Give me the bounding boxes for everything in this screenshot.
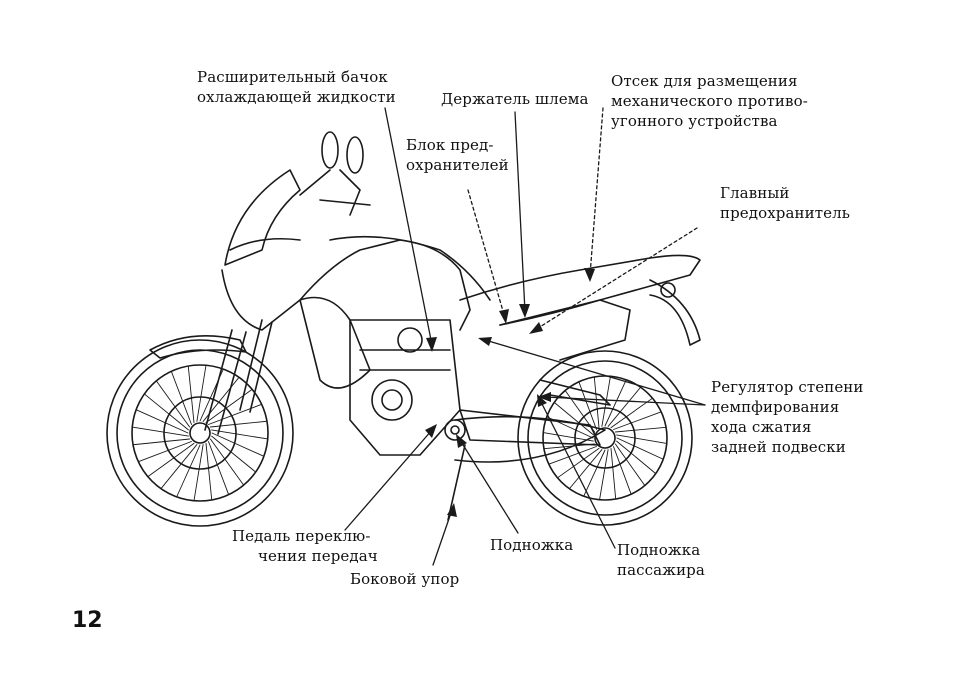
spoke [193, 444, 204, 502]
rear-wheel [517, 350, 693, 526]
spoke [135, 409, 189, 434]
spoke [604, 379, 627, 427]
spoke [155, 380, 191, 428]
spoke [205, 442, 213, 501]
spoke [131, 426, 189, 437]
spoke [147, 442, 195, 478]
spoke [616, 434, 668, 444]
page-number: 12 [72, 608, 103, 633]
spoke [160, 444, 198, 490]
arrowheads [425, 268, 595, 517]
label-helmet-holder: Держатель шлема [441, 90, 589, 108]
spoke [548, 446, 597, 465]
spoke [616, 437, 664, 460]
motorcycle-body [149, 131, 701, 521]
label-shift-pedal: Педаль переклю- чения передач [232, 527, 378, 565]
spoke [211, 435, 257, 473]
spoke [187, 365, 195, 424]
spoke [542, 432, 594, 442]
spoke [607, 386, 642, 427]
spoke [208, 441, 230, 496]
spoke [553, 401, 594, 436]
spoke [132, 438, 191, 446]
spoke [208, 403, 263, 425]
spoke [170, 370, 192, 425]
spoke [614, 443, 646, 486]
spoke [176, 444, 201, 498]
spoke [610, 447, 617, 500]
label-side-stand: Боковой упор [350, 570, 460, 588]
spoke [137, 441, 192, 463]
front-wheel [106, 339, 294, 527]
spoke [568, 449, 603, 490]
spoke [209, 438, 245, 486]
spoke [196, 364, 207, 422]
spoke [209, 420, 268, 428]
label-passenger-footpeg: Подножка пассажира [617, 541, 705, 579]
spoke [599, 449, 609, 501]
label-coolant-tank: Расширительный бачок охлаждающей жидкост… [197, 68, 396, 106]
label-lock-compartment: Отсек для размещения механического проти… [611, 72, 808, 130]
spoke [211, 429, 269, 440]
label-main-fuse: Главный предохранитель [720, 184, 851, 222]
spoke [616, 440, 657, 475]
spoke [610, 397, 653, 429]
spoke [211, 432, 265, 457]
label-footpeg: Подножка [490, 536, 574, 554]
leader-lines [344, 107, 706, 566]
spoke [613, 446, 632, 495]
spoke [613, 411, 662, 430]
label-fuse-box: Блок пред- охранителей [406, 136, 509, 174]
spoke [143, 393, 189, 431]
spoke [557, 447, 600, 479]
spoke [614, 426, 667, 433]
label-damper-adjuster: Регулятор степени демпфирования хода сжа… [711, 378, 864, 456]
spoke [583, 449, 606, 497]
